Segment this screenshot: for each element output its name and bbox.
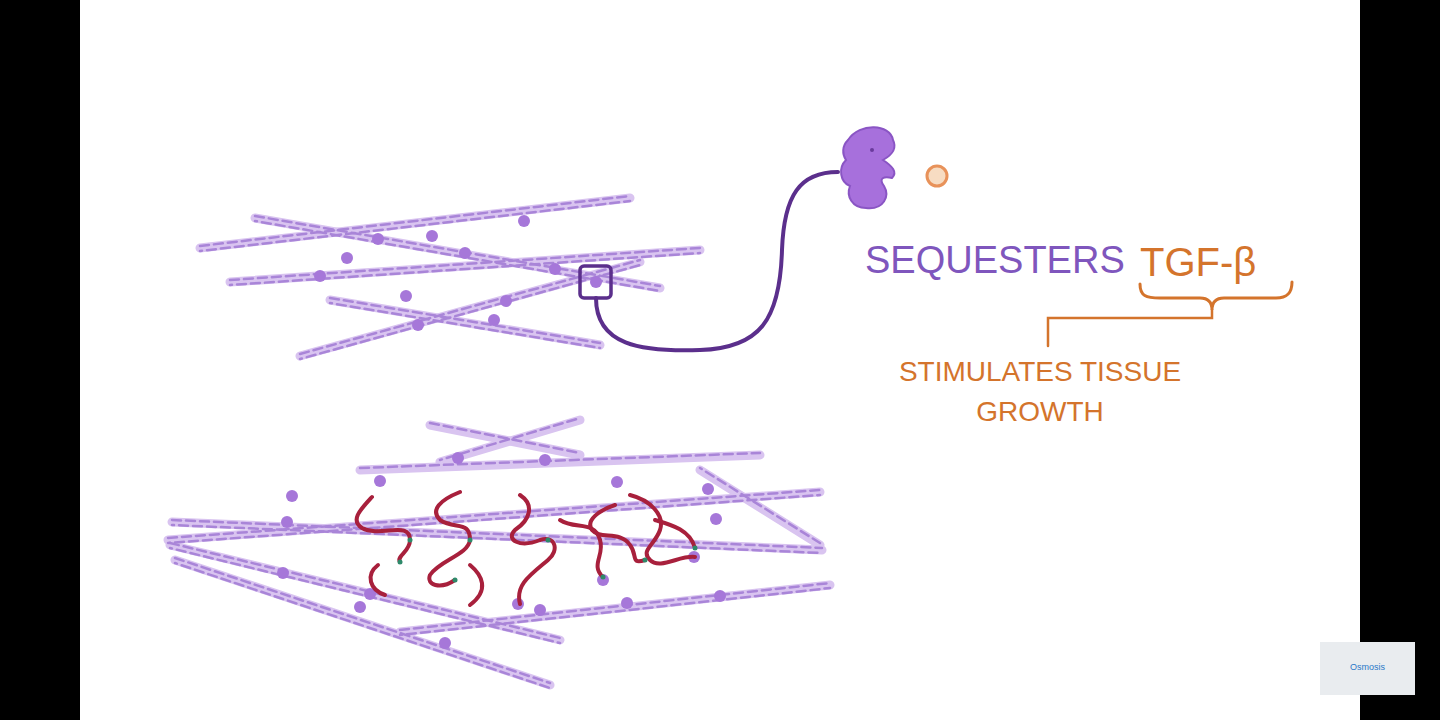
sequesters-label: SEQUESTERS <box>865 238 1135 284</box>
tgf-beta-label: TGF-β <box>1140 238 1300 286</box>
bracket <box>1140 282 1292 310</box>
binding-protein <box>841 127 894 208</box>
elastin-strands <box>357 492 695 605</box>
tether-line <box>596 172 838 350</box>
effect-label: STIMULATES TISSUE GROWTH <box>880 352 1200 432</box>
leader-line <box>1048 310 1212 346</box>
binding-site-box <box>580 266 611 298</box>
elastin-crosslinks <box>398 538 698 583</box>
watermark: Osmosis <box>1322 662 1413 673</box>
logo-box <box>1320 642 1415 695</box>
collagen-fibrils-top <box>200 196 700 359</box>
collagen-fibrils-bottom <box>168 418 830 688</box>
tgf-beta-molecule <box>927 166 947 186</box>
